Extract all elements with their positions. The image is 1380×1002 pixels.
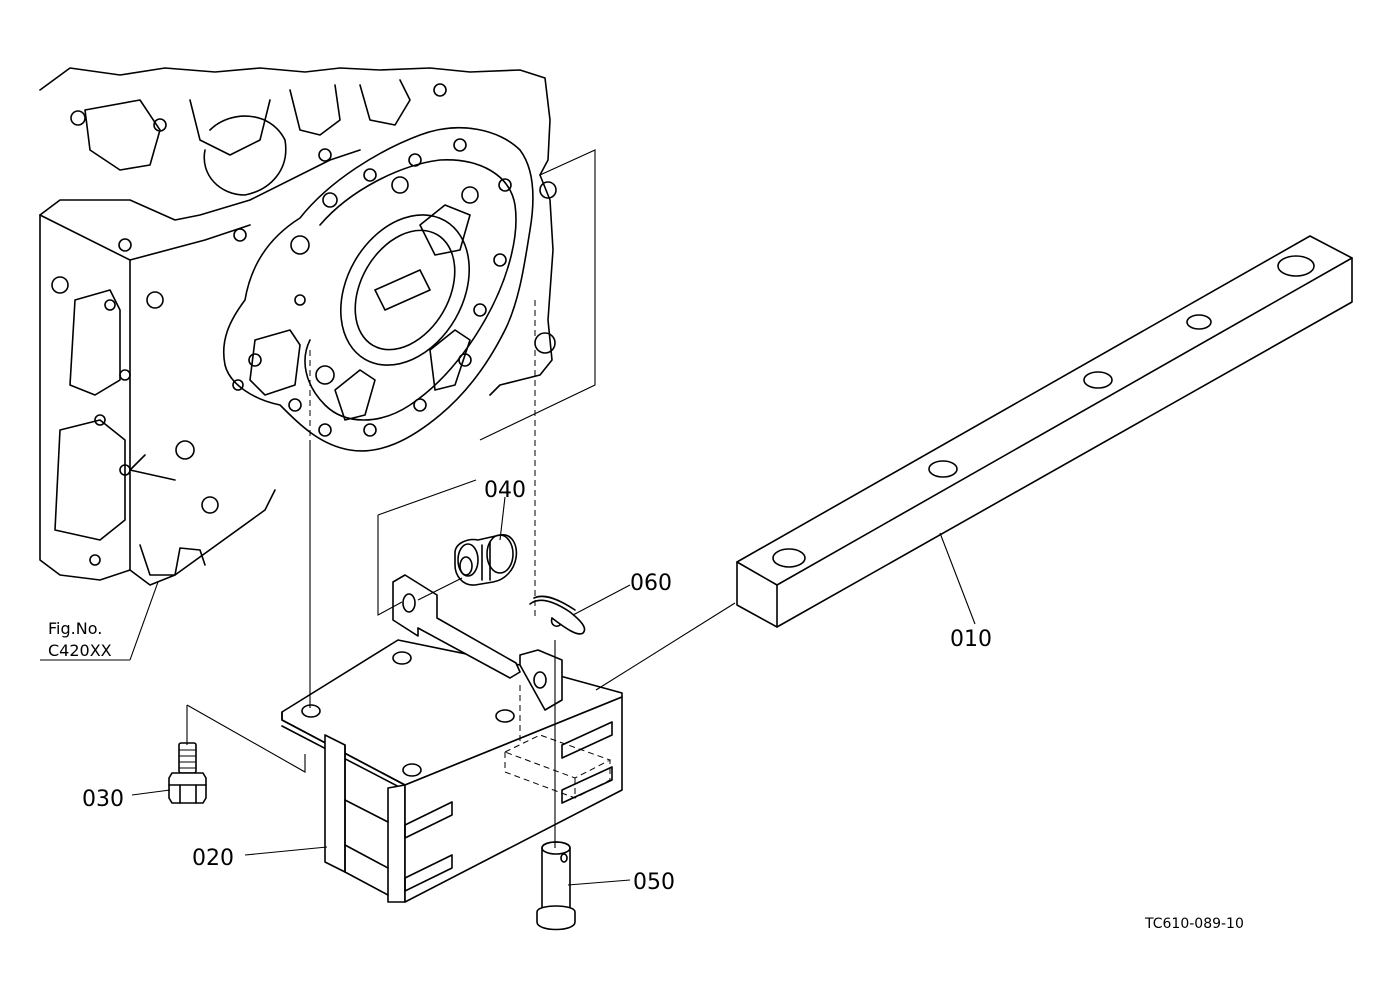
callout-leaders — [40, 496, 976, 886]
callout-020: 020 — [192, 846, 234, 871]
figure-ref-line1: Fig.No. — [48, 619, 102, 638]
gasket-plate — [222, 127, 596, 452]
callout-060: 060 — [630, 571, 672, 596]
engine-housing — [39, 67, 557, 586]
assembly-lines — [186, 300, 736, 848]
callout-040: 040 — [484, 478, 526, 503]
drawing-code: TC610-089-10 — [1144, 916, 1244, 932]
clip-060 — [529, 595, 586, 635]
callout-050: 050 — [633, 870, 675, 895]
callout-030: 030 — [82, 787, 124, 812]
bracket-020 — [281, 574, 623, 903]
figure-ref-line2: C420XX — [48, 641, 112, 660]
pin-050 — [536, 841, 576, 931]
plug-040 — [454, 534, 518, 586]
drawbar-010 — [736, 235, 1353, 628]
bolt-030 — [168, 742, 207, 804]
callout-010: 010 — [950, 627, 992, 652]
